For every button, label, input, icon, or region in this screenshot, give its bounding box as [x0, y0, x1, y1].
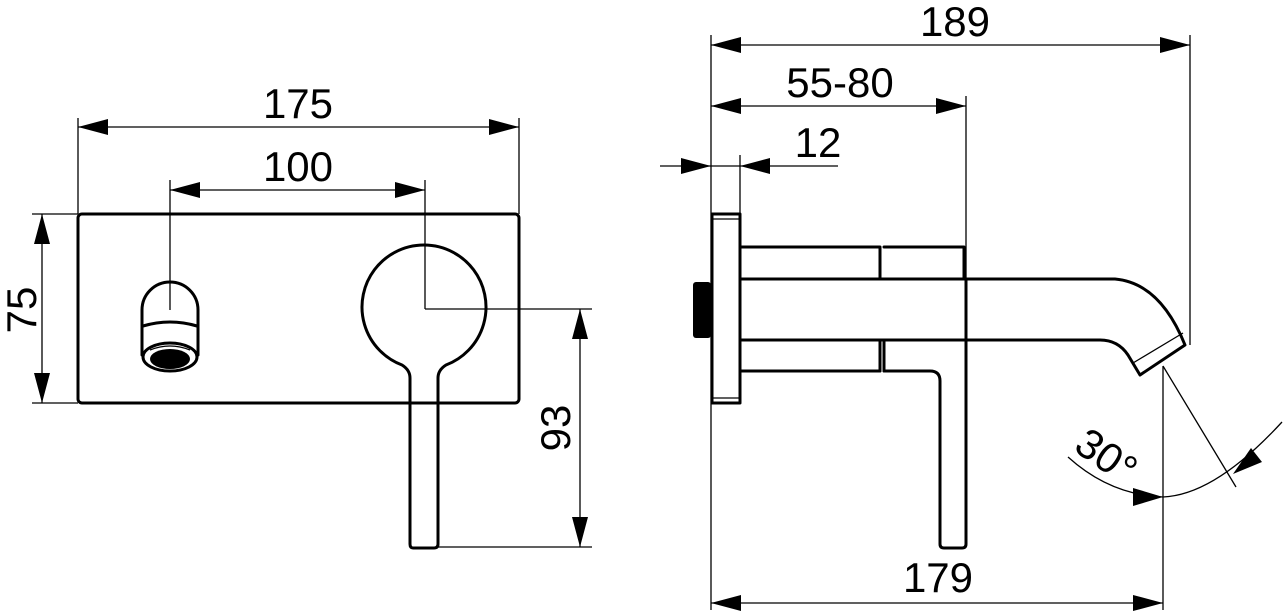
dim-spout-lever-spacing: 100: [263, 143, 333, 190]
dim-plate-width: 175: [263, 80, 333, 127]
dim-overall-projection: 189: [920, 0, 990, 45]
front-view: 175 100 75 93: [0, 80, 592, 550]
dim-outlet-projection: 179: [903, 554, 973, 601]
dim-lever-height: 93: [532, 405, 579, 452]
wall-plate: [710, 212, 742, 405]
mixer-lever-side: [882, 277, 968, 550]
mixer-lever: [360, 243, 488, 550]
spout: [739, 277, 1187, 377]
thread-connector: [693, 282, 711, 338]
dim-plate-height: 75: [0, 287, 45, 334]
dim-plate-thickness: 12: [795, 119, 842, 166]
side-view: 189 55-80 12 179 30°: [660, 0, 1283, 611]
dim-outlet-angle: 30°: [1067, 418, 1146, 493]
dim-installation-depth: 55-80: [786, 59, 893, 106]
